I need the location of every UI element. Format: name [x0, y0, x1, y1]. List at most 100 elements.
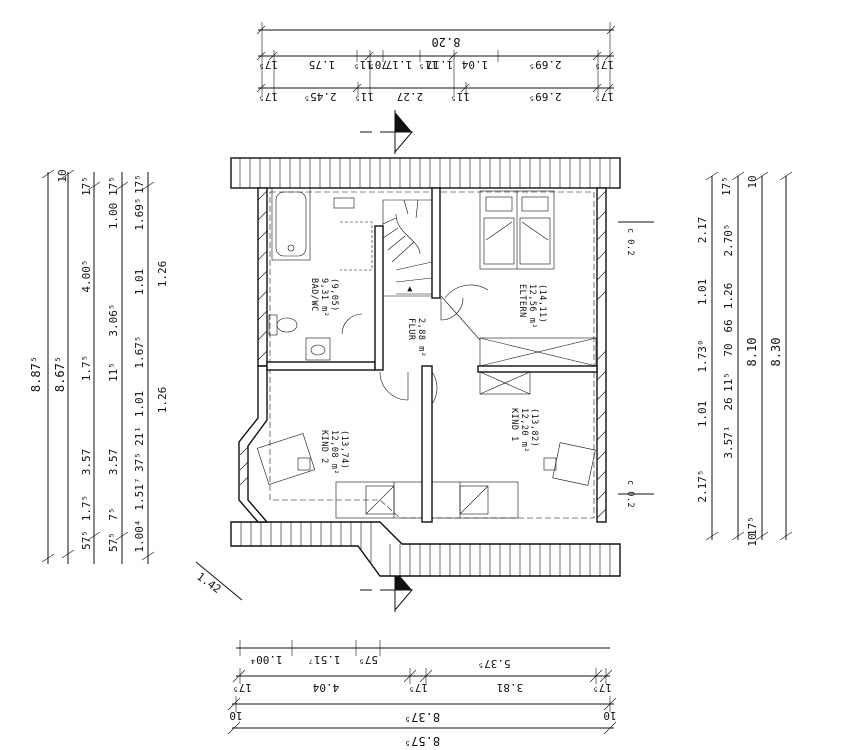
left-dimensions: 8.87⁵ 8.67⁵ 10 57⁵ 1.7⁵ 3.57 1.7⁵ 4.00⁵ …: [29, 169, 169, 564]
hall-area: 2,88 m²: [416, 318, 426, 357]
top-row2-dim-5: 11⁵: [418, 58, 438, 71]
right-col3-dim-4: 17⁵: [720, 176, 733, 196]
bath-name: BAD/WC: [309, 278, 319, 312]
left-col3-dim-3: 3.57: [80, 449, 93, 476]
bottom-dimensions: 1.00⁴ 1.51⁷ 57⁵ 5.37⁵ 17⁵ 4.04 17⁵ 3.81 …: [227, 640, 617, 748]
right-col2-dim-6: 2.70⁵: [722, 223, 735, 256]
double-bed: [479, 190, 555, 270]
right-col2-dim-0: 3.57¹: [722, 425, 735, 458]
kind2-name: KIND 2: [319, 430, 329, 464]
left-col4-dim-2: 3.57: [107, 449, 120, 476]
desk-kind1: [543, 442, 596, 486]
left-col3-dim-5: 4.00⁵: [80, 259, 93, 292]
left-col3-dim-4: 1.7⁵: [80, 355, 93, 382]
kind1-name: KIND 1: [509, 408, 519, 442]
top-row3-dim-5: 2.69⁵: [528, 90, 561, 103]
section-mark-right-bottom-label: c 0.2: [625, 480, 635, 508]
right-col2-dim-3: 70: [722, 343, 735, 356]
left-col5-dim-6: 1.01: [133, 269, 146, 296]
top-row2-dim-3: 1.17: [386, 58, 413, 71]
angle-dimension: 1.42: [194, 561, 243, 601]
washbasin-icon: [305, 337, 331, 361]
top-row3-dim-2: 11⁵: [354, 90, 374, 103]
bottom-row2-dim-1: 4.04: [312, 681, 339, 694]
left-col5-dim-4: 1.01: [133, 391, 146, 418]
bottom-overall-dim: 8.57⁵: [404, 734, 440, 748]
right-col2-dim-4: 66: [722, 319, 735, 332]
left-col4-dim-0: 57⁵: [107, 532, 120, 552]
room-label-kind1: KIND 1 12,20 m² (13,82): [509, 408, 539, 453]
top-row3-dim-4: 11⁵: [450, 90, 470, 103]
right-col1-dim-1: 1.01: [696, 401, 709, 428]
right-col3-dim-2: 8.10: [745, 338, 759, 367]
bottom-row1-dim-2: 57⁵: [358, 653, 378, 666]
parents-name: ELTERN: [517, 284, 527, 318]
parents-area: 12,56 m²: [527, 284, 537, 329]
left-col4-dim-6: 17⁵: [107, 176, 120, 196]
interior-walls: [266, 187, 598, 523]
doors: [379, 284, 489, 405]
right-col1-dim-4: 2.17: [696, 217, 709, 244]
top-dimensions: 8.20 17⁵ 1.75 11⁵ 1.17 70⁵ 11⁵ 1.17 1.04…: [256, 22, 616, 103]
left-col4-dim-4: 3.06⁵: [107, 303, 120, 336]
top-row2-dim-7: 1.04: [461, 58, 488, 71]
top-row3-dim-1: 2.45⁵: [303, 90, 336, 103]
right-col1-dim-2: 1.73⁰: [696, 339, 709, 372]
dashed-knee-wall-line: [269, 191, 595, 519]
left-col5-dim-2: 37⁵: [133, 452, 146, 472]
top-row2-dim-4: 70⁵: [368, 58, 388, 71]
bottom-row2-dim-2: 17⁵: [408, 681, 428, 694]
bottom-row3-dim-0: 10: [229, 709, 242, 722]
bottom-row2-dim-4: 17⁵: [592, 681, 612, 694]
bottom-row2-dim-0: 17⁵: [232, 681, 252, 694]
left-col5-dim-0: 1.00⁴: [133, 519, 146, 552]
bed-kind1: [431, 481, 519, 519]
top-row2-dim-8: 2.69⁵: [528, 58, 561, 71]
parents-gross: (14,11): [537, 284, 547, 323]
toilet-icon: [268, 314, 298, 336]
left-col5-dim-8: 17⁵: [133, 174, 146, 194]
top-row2-dim-6: 1.17: [427, 58, 454, 71]
section-mark-right-bottom: c 0.2: [618, 480, 654, 508]
shower-area: [333, 197, 373, 335]
bottom-row1-dim-1: 1.51⁷: [307, 653, 340, 666]
right-outer-dim: 8.30: [769, 338, 783, 367]
bathtub: [271, 187, 311, 261]
top-row3-dim-0: 17⁵: [258, 90, 278, 103]
stair-arrow-icon: ▲: [407, 284, 413, 294]
top-row2-dim-2: 11⁵: [353, 58, 373, 71]
right-col2-dim-2: 11⁵: [722, 372, 735, 392]
bed-kind2: [335, 481, 423, 519]
left-col6-dim-1: 1.26: [156, 261, 169, 288]
room-label-kind2: KIND 2 12,08 m² (13,74): [319, 430, 349, 475]
roof-bottom-band: [230, 521, 621, 577]
left-col3-dim-0: 10: [56, 169, 69, 182]
right-col1-dim-0: 2.17⁵: [696, 469, 709, 502]
left-col3-dim-2: 1.7⁵: [80, 495, 93, 522]
left-col3-dim-1: 57⁵: [80, 530, 93, 550]
top-row3-dim-6: 17⁵: [594, 90, 614, 103]
bottom-row3-dim-1: 8.37⁵: [404, 710, 440, 724]
bottom-row1-dim-0: 1.00⁴: [249, 653, 282, 666]
kind2-area: 12,08 m²: [329, 430, 339, 475]
right-col3-dim-0: 17⁵: [746, 516, 759, 536]
right-dimensions: 2.17⁵ 1.01 1.73⁰ 1.01 2.17 3.57¹ 26 11⁵ …: [696, 171, 793, 547]
top-row2-dim-1: 1.75: [309, 58, 336, 71]
wardrobe: [479, 337, 597, 395]
room-label-bath: BAD/WC 9,31 m² (9,05): [309, 278, 339, 317]
bath-area: 9,31 m²: [319, 278, 329, 317]
kind2-gross: (13,74): [339, 430, 349, 469]
section-mark-right-top: c 0.2: [618, 221, 654, 256]
right-col3-dim-1: 10: [746, 533, 759, 546]
kind1-gross: (13,82): [529, 408, 539, 447]
left-col5-dim-1: 1.51⁷: [133, 477, 146, 510]
left-col6-dim-0: 1.26: [156, 387, 169, 414]
top-overall-dim: 8.20: [432, 35, 461, 49]
right-col2-dim-5: 1.26: [722, 283, 735, 310]
outer-walls: [238, 187, 607, 523]
bath-gross: (9,05): [329, 278, 339, 312]
bottom-row3-dim-2: 10: [603, 709, 616, 722]
roof-top-band: [230, 157, 621, 189]
right-col3-dim-3: 10: [746, 175, 759, 188]
left-col4-dim-5: 1.00: [107, 203, 120, 230]
